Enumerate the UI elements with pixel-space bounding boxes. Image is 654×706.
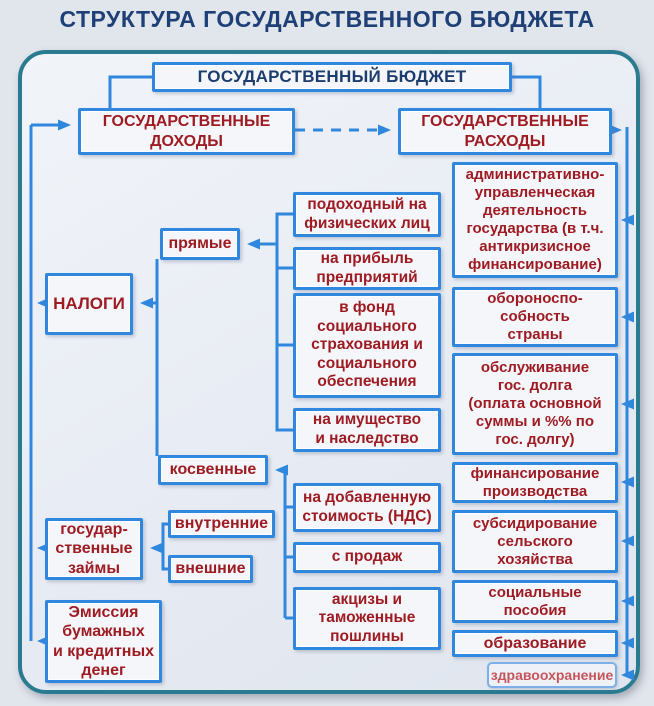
diagram-title: СТРУКТУРА ГОСУДАРСТВЕННОГО БЮДЖЕТА xyxy=(59,6,595,32)
expense-item-box-defense: обороноспо- собность страны xyxy=(452,287,618,347)
tax-item-box-social-fund: в фонд социального страхования и социаль… xyxy=(293,293,441,398)
tax-item-box-property: на имущество и наследство xyxy=(293,408,441,452)
emission-box: Эмиссия бумажных и кредитных денег xyxy=(45,600,162,683)
expense-item-box-admin: административно- управленческая деятельн… xyxy=(452,162,618,278)
expense-item-box-education: образование xyxy=(452,630,618,657)
budget-box: ГОСУДАРСТВЕННЫЙ БЮДЖЕТ xyxy=(152,62,512,92)
indirect-taxes-box: косвенные xyxy=(158,455,268,485)
direct-taxes-spine xyxy=(275,212,293,432)
internal-loans-box: внутренние xyxy=(168,510,275,538)
taxes-box: НАЛОГИ xyxy=(45,273,133,335)
expense-item-box-production: финансирование производства xyxy=(452,462,618,503)
expense-item-box-agriculture: субсидирование сельского хозяйства xyxy=(452,510,618,573)
loans-box: государ- ственные займы xyxy=(45,518,143,580)
indirect-taxes-spine xyxy=(283,470,293,620)
expense-item-box-debt: обслуживание гос. долга (оплата основной… xyxy=(452,353,618,455)
expense-item-box-health: здравоохранение xyxy=(487,662,617,688)
budget-expenditures-connector xyxy=(512,75,542,108)
expenditures-box: ГОСУДАРСТВЕННЫЕ РАСХОДЫ xyxy=(398,108,612,155)
tax-item-box-vat: на добавленную стоимость (НДС) xyxy=(293,483,441,532)
tax-item-box-sales: с продаж xyxy=(293,542,441,573)
tax-item-box-profit: на прибыль предприятий xyxy=(293,247,441,290)
direct-taxes-box: прямые xyxy=(160,228,240,260)
revenues-box: ГОСУДАРСТВЕННЫЕ ДОХОДЫ xyxy=(78,108,295,155)
external-loans-box: внешние xyxy=(168,555,253,583)
expense-item-box-social: социальные пособия xyxy=(452,580,618,623)
budget-revenues-connector xyxy=(108,75,152,108)
tax-item-box-excise: акцизы и таможенные пошлины xyxy=(293,587,441,650)
tax-item-box-income: подоходный на физических лиц xyxy=(293,192,441,237)
